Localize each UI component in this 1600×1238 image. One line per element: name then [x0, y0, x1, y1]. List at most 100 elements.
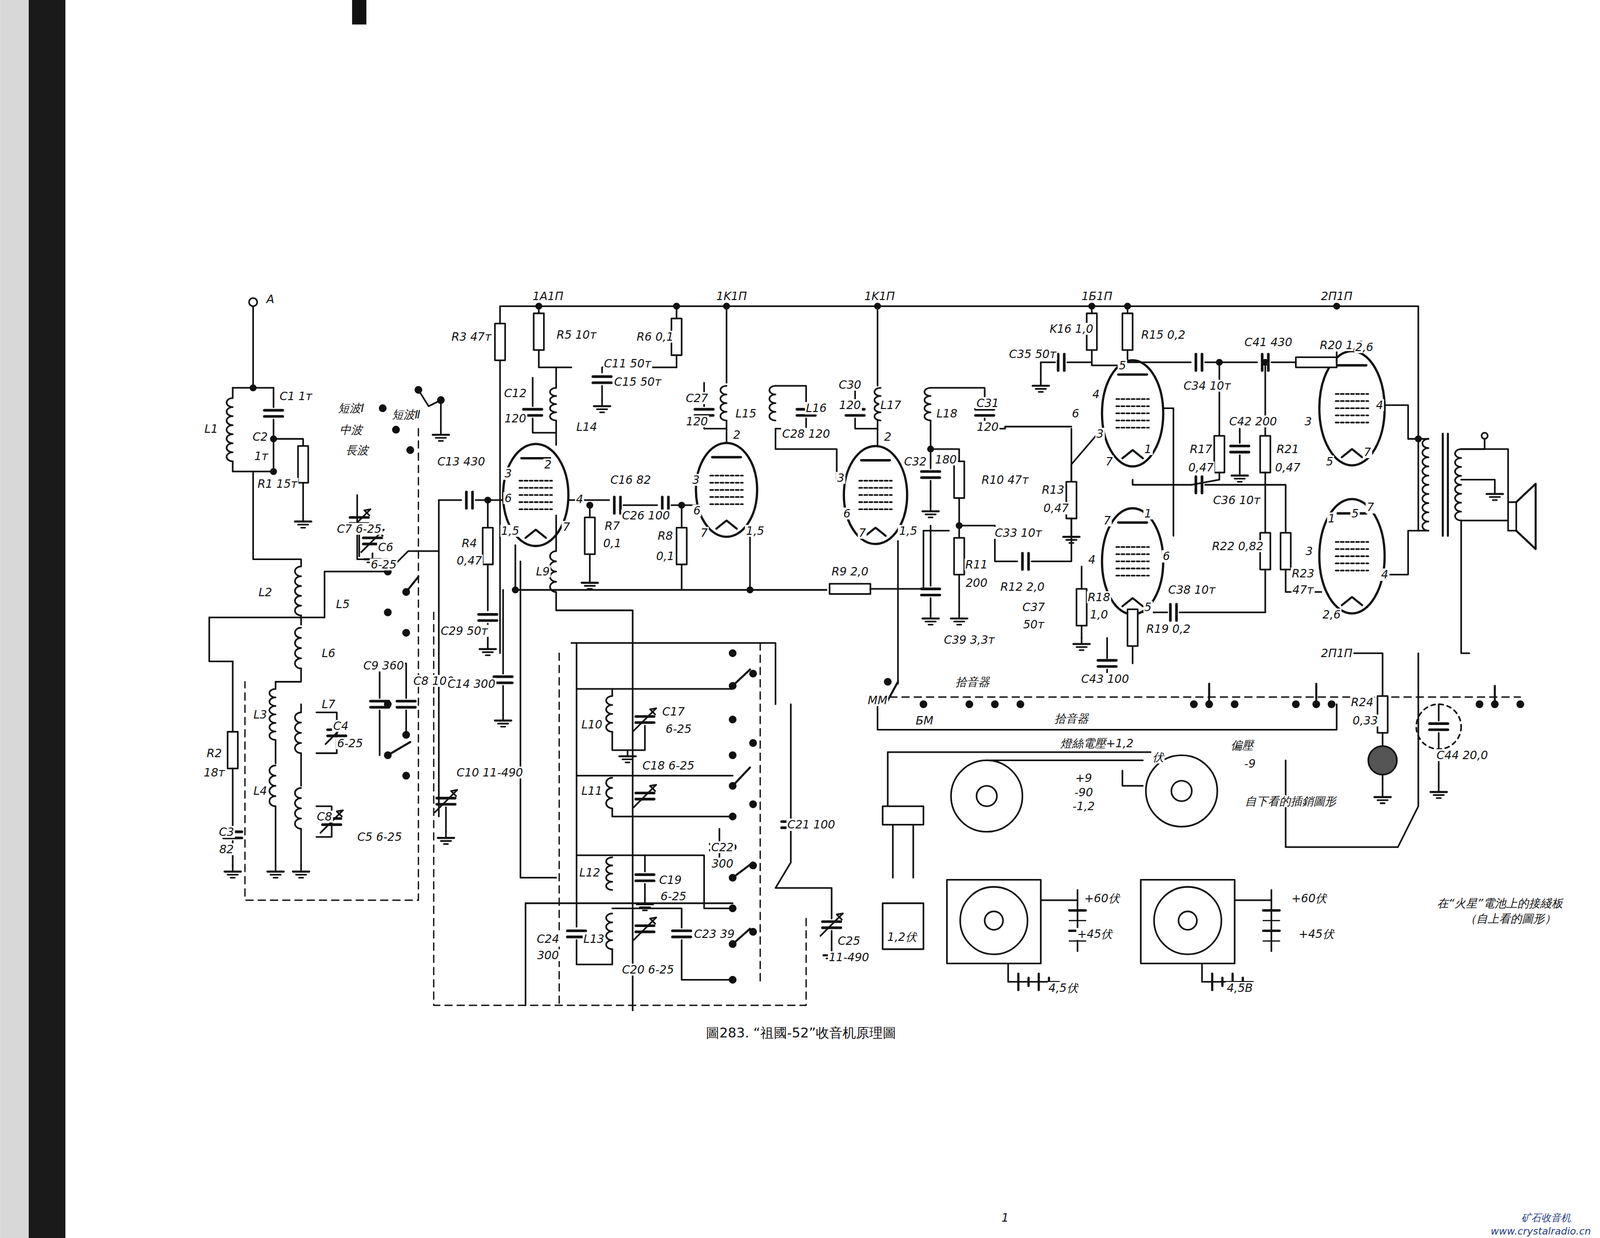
- ground-symbol: [495, 714, 512, 727]
- wire: [1264, 472, 1266, 533]
- wire: [1040, 362, 1042, 380]
- ground-symbol: [950, 612, 968, 625]
- coil-symbol: [1454, 449, 1461, 521]
- wire: [487, 564, 489, 611]
- pin-number: 2,6: [1354, 341, 1375, 353]
- wire: [958, 498, 960, 538]
- vacuum-tube-symbol: [1101, 507, 1164, 614]
- ground-symbol: [619, 750, 636, 763]
- wire: [775, 385, 807, 406]
- capacitor-symbol: [370, 700, 389, 707]
- capacitor-symbol: [494, 676, 513, 683]
- wire: [502, 589, 504, 674]
- part-label: 6-25: [664, 722, 693, 735]
- part-label: 4,5伏: [1047, 981, 1080, 994]
- part-label: C16 82: [609, 473, 652, 486]
- switch-contact: [750, 670, 756, 677]
- pin-number: 1: [1143, 443, 1153, 455]
- wire: [531, 377, 534, 407]
- part-label: www.crystalradio.cn: [1489, 1225, 1592, 1236]
- switch-link-dashed: [245, 428, 419, 900]
- part-label: R21: [1275, 443, 1300, 455]
- part-label: L12: [578, 866, 601, 879]
- pin-number: 7: [1102, 514, 1112, 527]
- part-label: 2П1П: [1319, 290, 1354, 302]
- coil-symbol: [605, 913, 612, 950]
- capacitor-symbol: [975, 408, 994, 415]
- part-label: +45伏: [1076, 927, 1114, 940]
- trimmer-arrow: [364, 508, 371, 515]
- part-label: R5 10т: [555, 328, 598, 341]
- wire: [418, 389, 441, 406]
- switch-contact: [1292, 700, 1299, 707]
- wire: [538, 350, 572, 368]
- socket-key: [984, 910, 1003, 930]
- wire: [520, 561, 556, 878]
- capacitor-symbol: [1057, 353, 1064, 371]
- resistor-symbol: [495, 323, 506, 360]
- part-label: R18: [1086, 591, 1111, 603]
- part-label: R1 15т: [256, 477, 299, 490]
- part-label: 200: [964, 576, 989, 589]
- capacitor-symbol: [1196, 476, 1202, 493]
- coil-symbol: [226, 398, 233, 462]
- wire: [231, 768, 234, 829]
- coil-symbol: [550, 550, 556, 592]
- resistor-symbol: [482, 527, 494, 565]
- part-label: 120: [975, 420, 1000, 433]
- part-label: A: [265, 293, 276, 305]
- part-label: L14: [575, 420, 599, 433]
- vacuum-tube-symbol: [696, 442, 758, 537]
- junction-dot: [250, 385, 256, 391]
- part-label: 0,47: [455, 554, 484, 567]
- wire: [1201, 963, 1253, 982]
- part-label: C43 100: [1080, 672, 1131, 685]
- wire: [209, 616, 325, 618]
- switch-contact: [729, 751, 736, 758]
- part-label: 6-25: [336, 736, 364, 749]
- wire: [986, 759, 1143, 761]
- wire: [1438, 703, 1440, 721]
- switch-contact: [384, 608, 391, 615]
- part-label: C8: [315, 810, 334, 823]
- wire: [958, 574, 960, 612]
- switch-arm: [1207, 683, 1210, 704]
- wire: [876, 305, 879, 386]
- resistor-symbol: [584, 517, 596, 554]
- wire: [1106, 637, 1108, 658]
- wire: [1132, 479, 1193, 485]
- part-label: R9 2,0: [830, 565, 870, 578]
- wire: [1461, 520, 1470, 653]
- wire: [1204, 484, 1286, 533]
- pin-number: 3: [503, 467, 513, 480]
- wire: [438, 500, 440, 817]
- wire: [275, 668, 302, 682]
- antenna-terminal: [249, 298, 257, 306]
- part-label: C4: [332, 719, 350, 732]
- wire: [1381, 775, 1384, 791]
- switch-arm: [732, 669, 750, 686]
- wire: [576, 688, 733, 690]
- ground-symbol: [1231, 469, 1249, 482]
- part-label: R8: [656, 529, 675, 542]
- part-label: C23 39: [693, 927, 736, 940]
- junction-dot: [1089, 303, 1095, 309]
- part-label: -9: [1243, 757, 1257, 770]
- wire: [499, 360, 501, 654]
- part-label: 拾音器: [954, 675, 991, 688]
- capacitor-symbol: [264, 410, 283, 417]
- pin-number: 7: [561, 520, 572, 533]
- wire: [252, 305, 254, 388]
- wire: [1461, 449, 1509, 502]
- wire: [316, 712, 337, 753]
- part-label: 120: [685, 415, 709, 428]
- wire: [1204, 361, 1257, 363]
- junction-dot: [270, 468, 277, 475]
- capacitor-symbol: [397, 700, 416, 707]
- pin-number: 2: [543, 458, 553, 471]
- pin-number: 3: [1303, 415, 1313, 428]
- junction-dot: [587, 502, 593, 508]
- switch-link-dashed: [433, 612, 806, 1005]
- part-label: C30: [837, 378, 862, 391]
- pin-number: 2: [883, 430, 893, 443]
